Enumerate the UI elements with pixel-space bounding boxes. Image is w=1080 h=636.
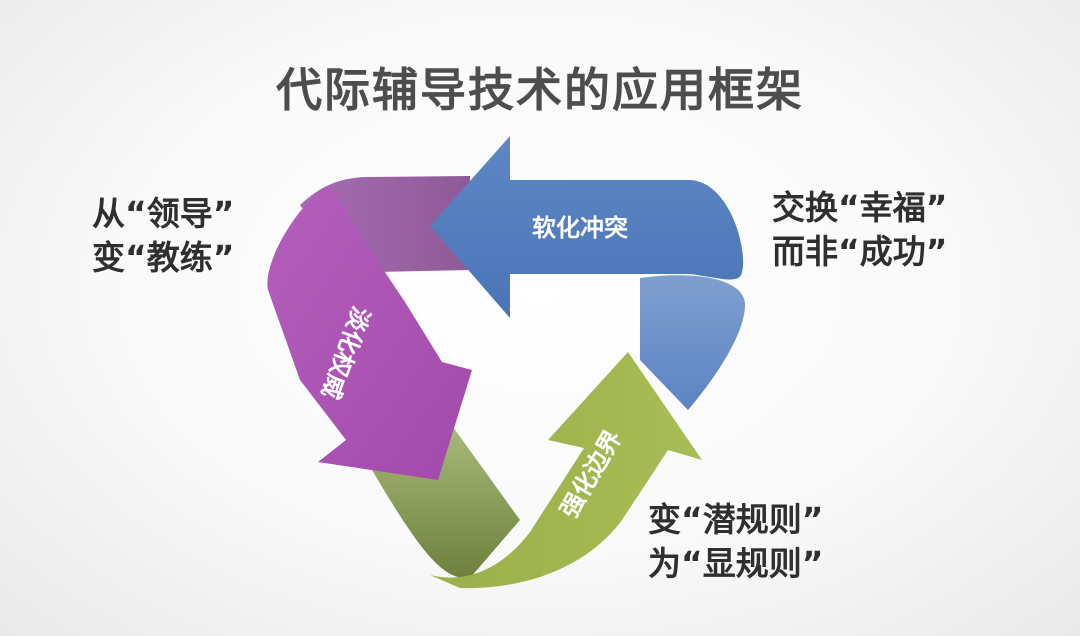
note-line: 交换“幸福” — [772, 188, 948, 227]
note-hidden-to-explicit-rules: 变“潜规则” 为“显规则” — [648, 498, 823, 586]
note-happiness-not-success: 交换“幸福” 而非“成功” — [772, 186, 947, 274]
note-line: 从“领导” — [92, 194, 235, 233]
page-title: 代际辅导技术的应用框架 — [276, 63, 804, 117]
blue-ribbon-tail — [640, 275, 745, 410]
note-leader-to-coach: 从“领导” 变“教练” — [92, 192, 234, 280]
note-line: 而非“成功” — [772, 232, 948, 271]
label-soften-conflict: 软化冲突 — [532, 214, 628, 242]
note-line: 变“教练” — [92, 238, 235, 277]
arrow-strengthen-boundary — [430, 352, 702, 589]
note-line: 变“潜规则” — [648, 500, 824, 539]
arrow-soften-conflict — [430, 136, 744, 318]
note-line: 为“显规则” — [648, 544, 824, 583]
arrow-weaken-authority — [267, 185, 472, 480]
